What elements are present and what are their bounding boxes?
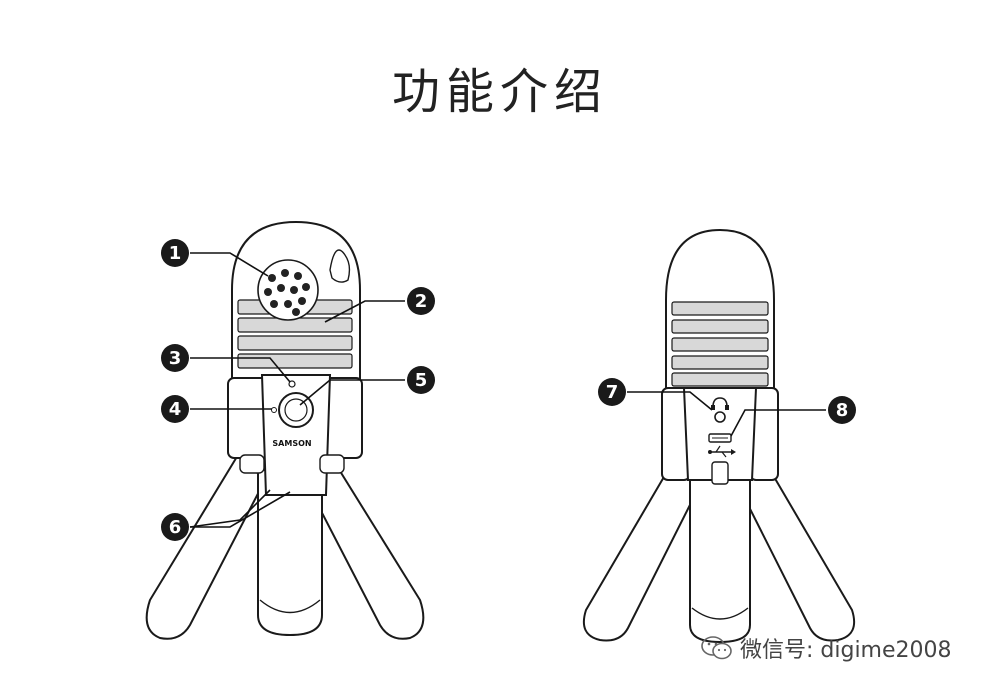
callout-6: 6	[161, 513, 189, 541]
brand-label: SAMSON	[272, 439, 311, 448]
front-grille-holes	[257, 259, 319, 321]
front-tripod-legs	[145, 453, 425, 640]
callout-2: 2	[407, 287, 435, 315]
callout-3: 3	[161, 344, 189, 372]
front-mic-body: SAMSON	[227, 374, 363, 496]
callout-number: 6	[169, 517, 182, 538]
back-mic-head	[665, 228, 775, 391]
callout-1: 1	[161, 239, 189, 267]
callout-number: 5	[415, 370, 428, 391]
callout-7: 7	[598, 378, 626, 406]
watermark: 微信号: digime2008	[700, 632, 952, 664]
back-mic-body	[661, 387, 779, 485]
callout-number: 4	[169, 399, 182, 420]
callout-4: 4	[161, 395, 189, 423]
front-mic-head	[231, 220, 361, 381]
callout-number: 2	[415, 291, 428, 312]
watermark-text: 微信号: digime2008	[740, 638, 952, 663]
callout-number: 3	[169, 348, 182, 369]
callout-5: 5	[407, 366, 435, 394]
page-title: 功能介绍	[391, 64, 608, 120]
front-view: SAMSON	[145, 220, 425, 640]
headphone-jack-icon	[711, 397, 729, 423]
back-tripod-legs	[582, 468, 856, 644]
wechat-icon	[701, 636, 732, 660]
usb-symbol-icon	[708, 445, 736, 458]
back-view	[582, 228, 856, 644]
callout-8: 8	[828, 396, 856, 424]
callout-number: 1	[169, 243, 182, 264]
led-indicator	[288, 380, 296, 388]
callout-number: 8	[836, 400, 849, 421]
mini-usb-port-icon	[708, 433, 732, 443]
callout-number: 7	[606, 382, 619, 403]
